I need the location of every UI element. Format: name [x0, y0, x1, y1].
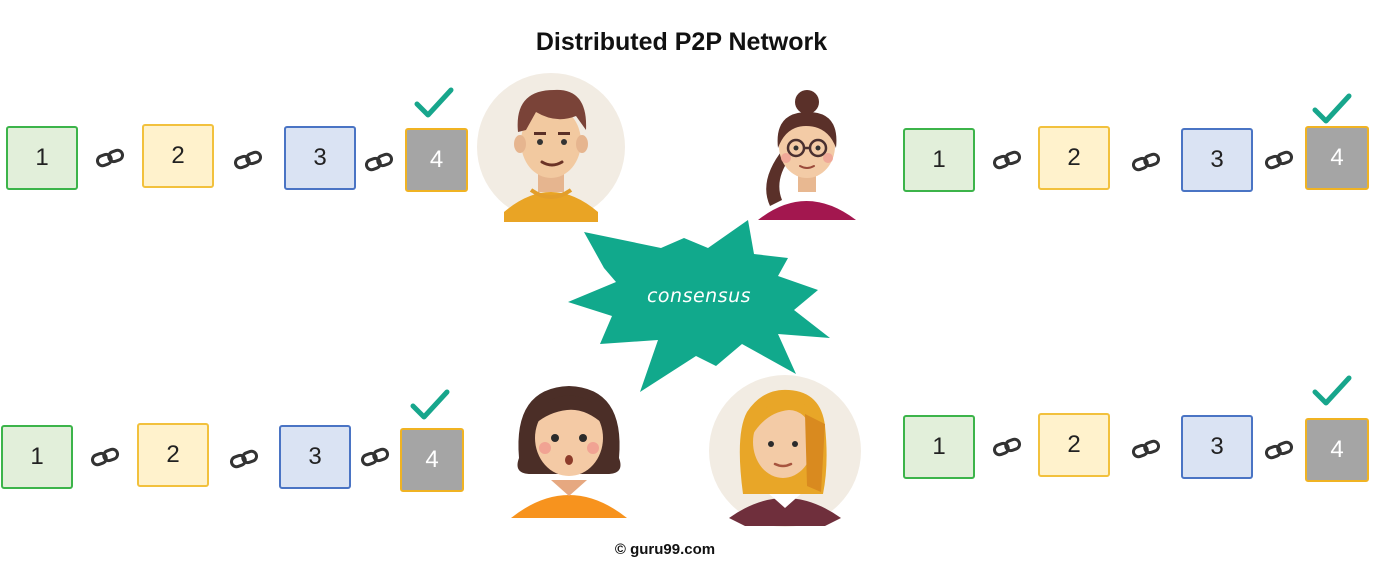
block-1: 1 [903, 415, 975, 479]
chain-link-icon [1264, 440, 1294, 460]
person-avatar-woman-glasses [758, 90, 856, 220]
chain-link-icon [1131, 439, 1161, 459]
copyright-footer: © guru99.com [614, 541, 716, 558]
chain-link-icon [233, 150, 263, 170]
chain-link-icon [992, 437, 1022, 457]
person-avatar-blonde-woman [709, 375, 861, 527]
block-3: 3 [1181, 415, 1253, 479]
block-3: 3 [1181, 128, 1253, 192]
block-3: 3 [284, 126, 356, 190]
block-2: 2 [1038, 413, 1110, 477]
diagram-title: Distributed P2P Network [535, 28, 828, 56]
block-4: 4 [1305, 418, 1369, 482]
checkmark-icon [414, 87, 454, 118]
block-2: 2 [1038, 126, 1110, 190]
consensus-label: consensus [646, 285, 752, 307]
chain-link-icon [992, 150, 1022, 170]
chain-link-icon [364, 152, 394, 172]
chain-link-icon [1264, 150, 1294, 170]
chain-link-icon [229, 449, 259, 469]
chain-link-icon [360, 447, 390, 467]
block-4: 4 [400, 428, 464, 492]
consensus-starburst [568, 220, 830, 392]
person-avatar-man [477, 73, 625, 222]
block-2: 2 [137, 423, 209, 487]
block-3: 3 [279, 425, 351, 489]
chain-link-icon [90, 447, 120, 467]
chain-link-icon [1131, 152, 1161, 172]
block-4: 4 [1305, 126, 1369, 190]
person-avatar-girl [511, 386, 627, 518]
chain-link-icon [95, 148, 125, 168]
checkmark-icon [1312, 93, 1352, 124]
checkmark-icon [1312, 375, 1352, 406]
block-1: 1 [903, 128, 975, 192]
block-1: 1 [1, 425, 73, 489]
checkmark-icon [410, 389, 450, 420]
block-1: 1 [6, 126, 78, 190]
block-2: 2 [142, 124, 214, 188]
block-4: 4 [405, 128, 468, 192]
